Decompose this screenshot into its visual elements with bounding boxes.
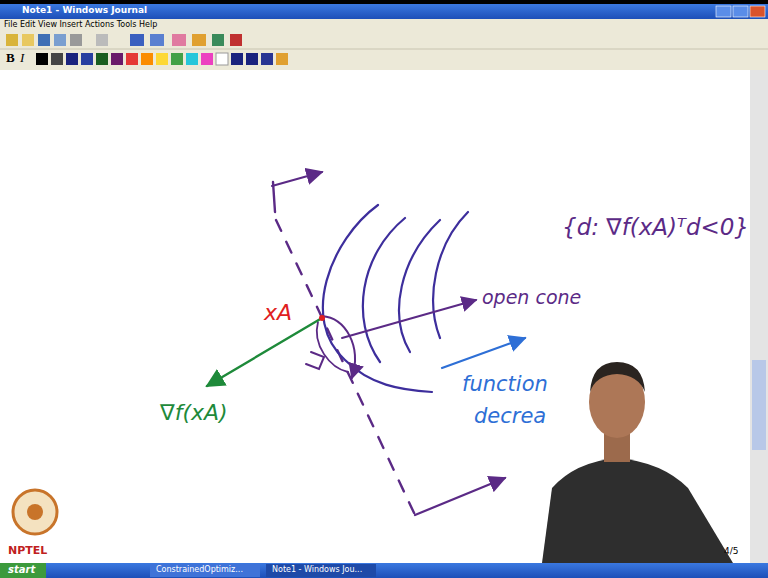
colour-palette [36,53,288,65]
halfspace-arrow [415,478,505,515]
task-button [266,564,376,577]
task-label: Note1 - Windows Jou... [272,565,362,574]
level-curve [363,218,405,362]
page-number: 4/5 [724,546,738,556]
point-label: xA [264,300,292,325]
top-strip [0,0,768,4]
toolbar-icons [6,34,242,46]
function-label: function [462,372,548,396]
window-button [733,6,748,17]
task-button [150,564,260,577]
nptel-logo [13,490,57,534]
right-angle-mark [306,352,324,369]
window-title: Note1 - Windows Journal [22,5,147,15]
start-label: start [8,564,35,576]
scrollbar [750,70,768,563]
gradient-label: ∇f(xA) [160,400,228,425]
set-definition: {d: ∇f(xA)ᵀd<0} [562,214,749,240]
close-button [750,6,765,17]
menu-bar: File Edit View Insert Actions Tools Help [4,20,157,29]
decreases-label: decrea [474,404,546,428]
tangent-line [276,220,415,515]
level-curve [323,205,432,392]
task-label: ConstrainedOptimiz... [156,565,243,574]
gradient-arrow [207,318,322,386]
title-bar [0,4,768,19]
italic-button: I [20,51,24,66]
cone-label: open cone [482,287,581,309]
bold-button: B [6,51,15,66]
level-curve [433,212,468,338]
scroll-thumb [752,360,766,450]
decrease-arrow [442,338,525,368]
toolbar-area [0,19,768,70]
logo-text: NPTEL [8,545,47,558]
taskbar [0,563,768,578]
toolbar-divider [0,49,768,50]
presenter [540,362,742,578]
window-button [716,6,731,17]
start-button [0,563,46,578]
halfspace-arrow [272,172,322,186]
point-dot [319,315,325,321]
leader-line [342,300,476,338]
